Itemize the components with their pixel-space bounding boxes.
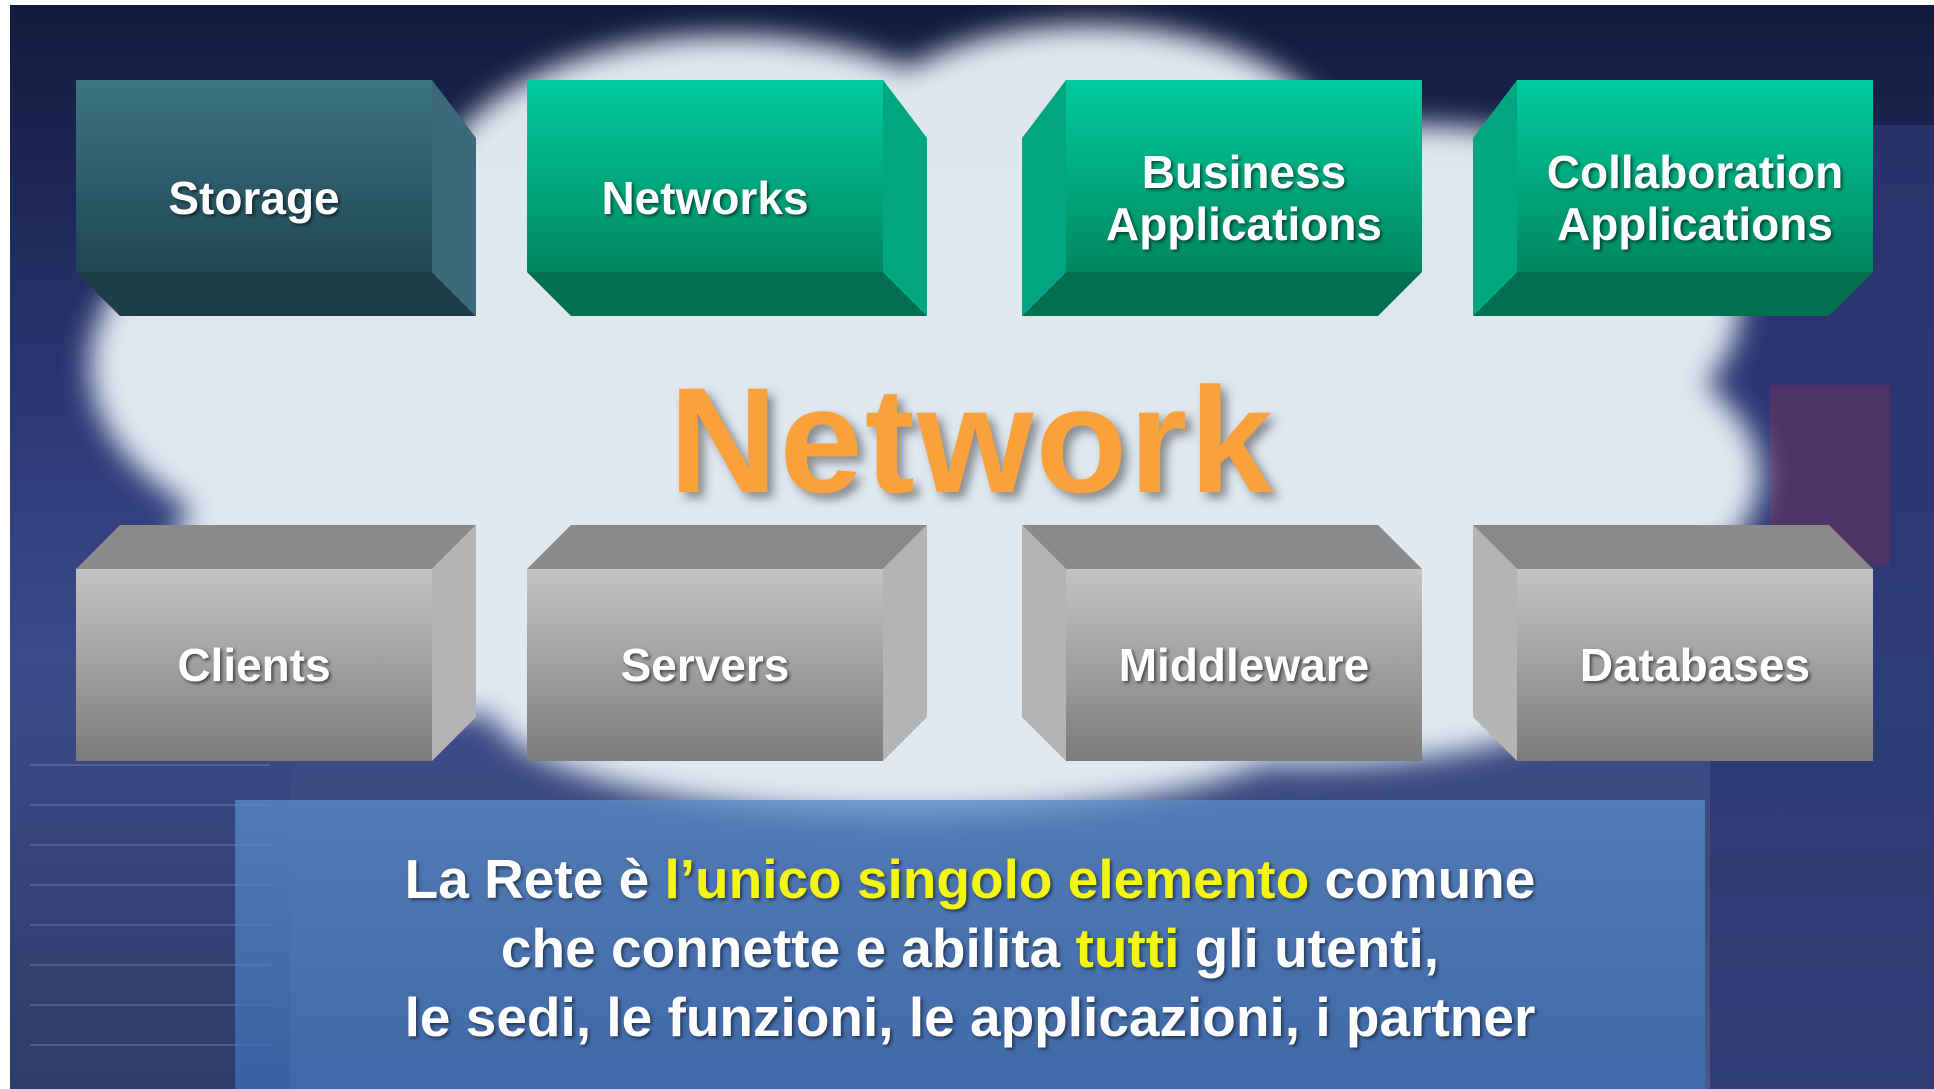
business-applications-block: Business Applications [1022,80,1422,316]
caption-line-2: che connette e abilita tutti gli utenti, [235,914,1705,983]
storage-label: Storage [168,172,340,224]
middleware-label: Middleware [1118,639,1370,691]
caption-line-1: La Rete è l’unico singolo elemento comun… [235,845,1705,914]
storage-block: Storage [76,80,476,316]
caption-line-1-end: comune [1309,848,1536,910]
clients-block: Clients [76,525,476,761]
servers-label: Servers [620,639,790,691]
networks-block: Networks [527,80,927,316]
collaboration-applications-label: Collaboration Applications [1546,146,1844,250]
business-applications-label: Business Applications [1105,146,1383,250]
collaboration-applications-block: Collaboration Applications [1473,80,1873,316]
slide: Storage Networks Business Applications C… [10,5,1934,1089]
caption-line-2-start: che connette e abilita [500,917,1076,979]
caption-line-3: le sedi, le funzioni, le applicazioni, i… [404,986,1536,1048]
networks-label: Networks [601,172,809,224]
caption-line-2-end: gli utenti, [1179,917,1440,979]
middleware-block: Middleware [1022,525,1422,761]
caption-highlight-1: l’unico singolo elemento [664,848,1310,910]
databases-block: Databases [1473,525,1873,761]
databases-label: Databases [1579,639,1811,691]
caption-line-1-start: La Rete è [404,848,665,910]
clients-label: Clients [177,639,331,691]
caption-text: La Rete è l’unico singolo elemento comun… [235,845,1705,1052]
servers-block: Servers [527,525,927,761]
caption-highlight-2: tutti [1075,917,1180,979]
caption-box: La Rete è l’unico singolo elemento comun… [235,800,1705,1089]
network-title: Network [669,356,1275,524]
